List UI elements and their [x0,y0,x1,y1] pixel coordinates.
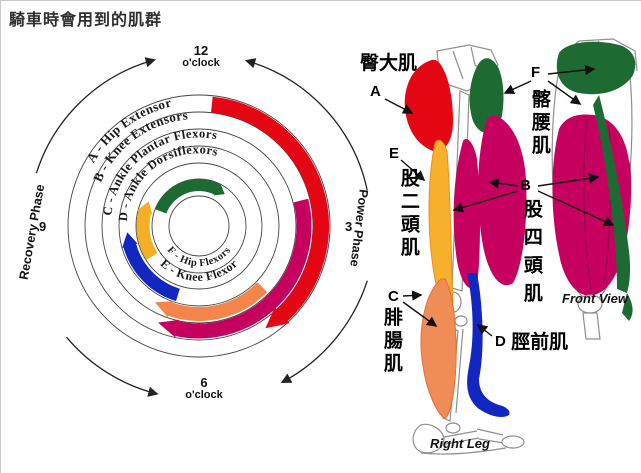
front-shin-bone [582,312,601,340]
iliopsoas-tail-front [622,293,633,321]
arrow-b-quads-left-2 [452,190,519,213]
rotation-arrow-bottom-right [280,280,368,384]
ring-circle [84,111,314,341]
metatarsal-bones [476,428,505,444]
arc-hip-extensor [210,96,329,323]
ring-circle [101,128,297,324]
arrow-f-iliopsoas-right-top [547,64,596,76]
ankle-bone [445,422,461,434]
pelvis-line [452,50,464,80]
arrow-b-quads-left-1 [488,178,519,189]
arc-ankle-plantar-flexors-head [155,301,174,318]
arrow-b-quads-right-1 [537,173,600,187]
tibialis-anterior-muscle [467,273,510,417]
gastrocnemius-muscle [420,278,457,420]
arrow-c-gastrocnemius-1 [402,290,423,301]
arrow-f-iliopsoas-right-low [547,80,582,105]
arrow-b-quads-right-2 [537,190,615,227]
rotation-arrow-top-left [35,57,157,174]
arrow-d-tibialis [476,324,493,337]
arrow-a-gluteus [384,98,414,114]
anatomy-figures [384,38,638,455]
arc-hip-flexors [155,179,221,214]
arc-ankle-dorsiflexors [123,242,181,302]
arc-hip-extensor-head [265,307,290,329]
pedal-clock: A - Hip Extensor B - Knee Extensors C - … [35,57,368,397]
arrow-e-biceps-femoris [400,159,426,182]
heel-bone [412,423,445,454]
arc-knee-extensors [173,198,312,339]
sole-line [420,447,507,455]
sartorius-band-front [593,95,631,293]
annotation-arrows [384,64,615,337]
arrow-f-iliopsoas-left [503,80,532,95]
ring-circle [118,145,280,307]
arc-knee-extensors-head [158,319,179,338]
knee-bone [454,315,468,327]
iliopsoas-muscle-side [469,58,504,134]
midfoot-bones [443,430,480,445]
toe-bone [501,435,525,449]
iliopsoas-muscle-front [556,41,636,95]
activity-arcs [122,96,329,339]
rotation-arrow-top-right [244,58,368,191]
quadriceps-muscle-side [478,115,527,286]
arc-ankle-plantar-flexors [166,282,268,321]
front-patella-bone [577,294,603,314]
front-knee-bones [577,294,603,340]
rotation-arrow-bottom-left [66,336,159,397]
clock-rings [67,94,331,358]
arrow-c-gastrocnemius-2 [402,301,438,327]
ring-circle [168,195,230,257]
ring-circle [67,94,331,358]
arc-ankle-dorsiflexors-head [122,232,138,248]
arc-hip-flexors-head [213,182,225,196]
ring-circle [135,162,263,290]
rotation-arrows [35,57,368,397]
fibula-bone [455,328,464,414]
arc-knee-flexor [136,209,158,261]
gluteus-maximus-muscle [404,59,453,152]
quadriceps-muscle-side-inner [453,139,480,289]
arc-knee-flexor-head [136,201,153,215]
